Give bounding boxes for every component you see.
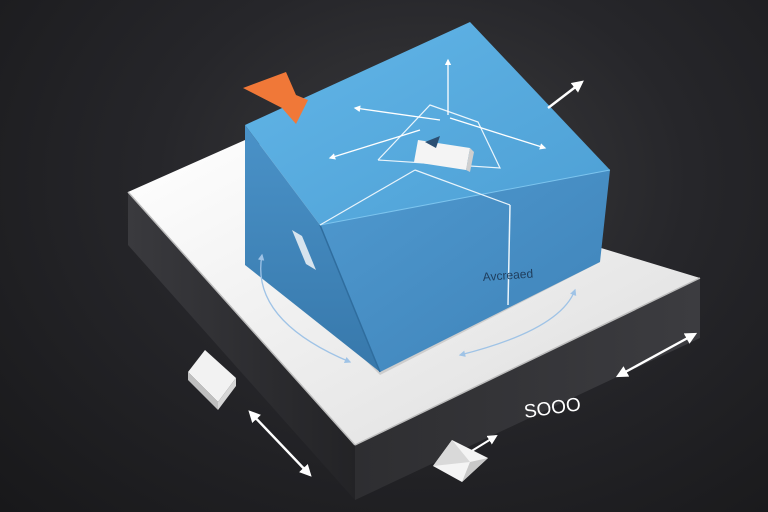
white-block-icon bbox=[188, 350, 236, 410]
double-arrow-icon bbox=[615, 332, 698, 378]
double-arrow-icon bbox=[248, 410, 312, 477]
platform-side-right bbox=[355, 278, 700, 500]
folded-paper-icon bbox=[433, 440, 488, 482]
blue-box: Avcreaed bbox=[245, 22, 611, 373]
box-label: Avcreaed bbox=[482, 267, 533, 284]
box-front-face bbox=[320, 170, 610, 372]
orange-chevron-icon bbox=[243, 72, 308, 124]
double-arrow-icon bbox=[469, 434, 498, 453]
box-top-face bbox=[245, 22, 610, 225]
double-arrow-icon bbox=[547, 80, 584, 109]
rotation-arrow-right bbox=[458, 288, 577, 357]
top-card-icon bbox=[414, 136, 474, 172]
rotation-arrow-left bbox=[257, 253, 352, 363]
